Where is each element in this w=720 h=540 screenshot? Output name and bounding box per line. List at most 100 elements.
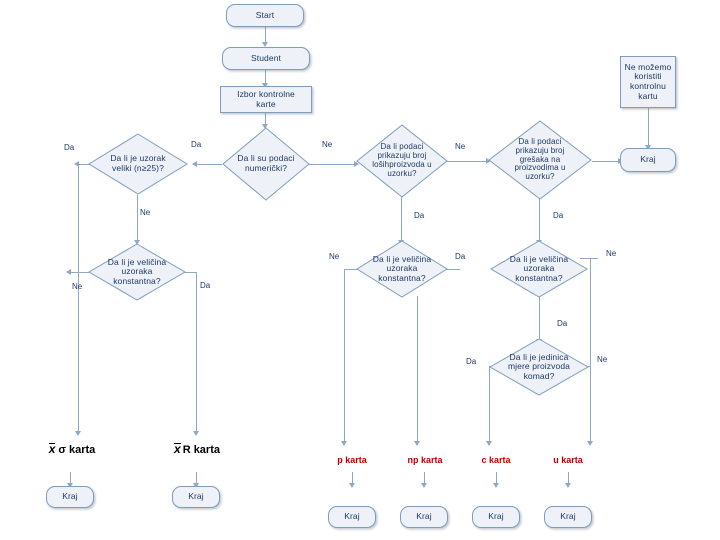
- edge-label-da-jedinica: Da: [466, 357, 477, 366]
- node-label: Izbor kontrolne karte: [237, 88, 295, 109]
- node-kraj-xsigma[interactable]: Kraj: [46, 486, 94, 508]
- arrow-down-icon: [492, 483, 499, 488]
- node-label: Student: [250, 52, 281, 63]
- connector: [417, 296, 418, 444]
- edge-label-da-numericki: Da: [191, 140, 202, 149]
- edge-label-da-uzorak: Da: [64, 143, 75, 152]
- edge-label-da-konst-sredina: Da: [455, 252, 466, 261]
- connector: [440, 269, 460, 270]
- diamond-icon: [489, 338, 589, 396]
- node-label: Kraj: [188, 491, 204, 502]
- arrow-left-icon: [192, 160, 197, 167]
- connector: [568, 472, 569, 486]
- connector: [496, 472, 497, 486]
- chart-label-x-sigma: x σ karta: [40, 436, 104, 456]
- node-label: Kraj: [416, 511, 432, 522]
- edge-label-ne-konst-sredina: Ne: [329, 252, 340, 261]
- node-label: Kraj: [560, 511, 576, 522]
- diamond-icon: [488, 120, 592, 200]
- connector: [344, 269, 345, 444]
- connector: [489, 366, 490, 444]
- connector: [580, 258, 598, 259]
- node-label: Da li je veličina uzoraka konstantna?: [107, 256, 167, 286]
- chart-label-u: u karta: [553, 455, 583, 465]
- overbar-icon: [174, 443, 181, 444]
- decision-jedinica-mjere[interactable]: Da li je jedinica mjere proizvoda komad?: [489, 338, 589, 396]
- node-kraj-u[interactable]: Kraj: [544, 506, 592, 528]
- arrow-down-icon: [586, 441, 593, 446]
- arrow-left-icon: [74, 160, 79, 167]
- edge-label-da-konst-levi: Da: [200, 281, 211, 290]
- decision-konstantna-sredina[interactable]: Da li je veličina uzoraka konstantna?: [356, 240, 448, 298]
- diamond-icon: [88, 243, 186, 301]
- diamond-icon: [356, 240, 448, 298]
- arrow-down-icon: [485, 441, 492, 446]
- arrow-down-icon: [192, 483, 199, 488]
- arrow-right-icon: [486, 157, 491, 164]
- decision-uzorak-veliki[interactable]: Da li je uzorak veliki (n≥25)?: [88, 133, 188, 195]
- arrow-left-icon: [66, 268, 71, 275]
- diamond-icon: [356, 124, 448, 198]
- node-label: Ne možemo koristiti kontrolnu kartu: [624, 61, 672, 101]
- connector: [648, 108, 649, 148]
- node-label: Da li je uzorak veliki (n≥25)?: [110, 153, 166, 173]
- node-kraj-xr[interactable]: Kraj: [172, 486, 220, 508]
- connector: [344, 269, 362, 270]
- diamond-icon: [490, 240, 588, 298]
- node-label: Kraj: [640, 154, 656, 165]
- node-label: Da li je jedinica mjere proizvoda komad?: [508, 351, 570, 381]
- arrow-down-icon: [420, 483, 427, 488]
- edge-label-ne-uzorak: Ne: [140, 208, 151, 217]
- connector: [196, 164, 222, 165]
- connector: [590, 258, 591, 444]
- chart-label-text: R karta: [182, 444, 220, 456]
- connector: [401, 195, 402, 243]
- decision-podaci-numericki[interactable]: Da li su podaci numerički?: [222, 127, 310, 201]
- chart-label-c: c karta: [481, 455, 511, 465]
- node-kraj-np[interactable]: Kraj: [400, 506, 448, 528]
- connector: [539, 290, 540, 342]
- arrow-down-icon: [564, 483, 571, 488]
- connector: [178, 272, 196, 273]
- arrow-down-icon: [644, 145, 651, 150]
- decision-konstantna-desni[interactable]: Da li je veličina uzoraka konstantna?: [490, 240, 588, 298]
- decision-konstantna-levi[interactable]: Da li je veličina uzoraka konstantna?: [88, 243, 186, 301]
- connector: [70, 472, 71, 486]
- node-kraj-p[interactable]: Kraj: [328, 506, 376, 528]
- edge-label-ne-konst-desni: Ne: [606, 249, 617, 258]
- chart-label-x-r: x R karta: [164, 436, 230, 456]
- connector: [196, 272, 197, 434]
- decision-broj-gresaka[interactable]: Da li podaci prikazuju broj grešaka na p…: [488, 120, 592, 200]
- node-kraj-c[interactable]: Kraj: [472, 506, 520, 528]
- connector: [70, 272, 96, 273]
- arrow-down-icon: [340, 441, 347, 446]
- diamond-icon: [88, 133, 188, 195]
- connector: [137, 195, 138, 243]
- connector: [265, 70, 266, 86]
- connector: [592, 161, 620, 162]
- arrow-right-icon: [354, 160, 359, 167]
- arrow-down-icon: [66, 483, 73, 488]
- connector: [352, 472, 353, 486]
- decision-broj-losih-proizvoda[interactable]: Da li podaci prikazuju broj lošihproizvo…: [356, 124, 448, 198]
- node-label: Kraj: [488, 511, 504, 522]
- edge-label-da-greske: Da: [553, 211, 564, 220]
- edge-label-ne-jedinica: Ne: [597, 355, 608, 364]
- chart-label-p: p karta: [337, 455, 367, 465]
- arrow-down-icon: [413, 441, 420, 446]
- connector: [78, 164, 79, 434]
- arrow-down-icon: [348, 483, 355, 488]
- node-izbor-kontrolne-karte[interactable]: Izbor kontrolne karte: [220, 86, 312, 113]
- node-start[interactable]: Start: [226, 4, 304, 27]
- diamond-icon: [222, 127, 310, 201]
- arrow-down-icon: [261, 42, 268, 47]
- connector: [446, 161, 488, 162]
- x-bar-symbol: x: [174, 442, 181, 456]
- edge-label-ne-konst-levi: Ne: [72, 282, 83, 291]
- node-ne-mozemo-koristiti[interactable]: Ne možemo koristiti kontrolnu kartu: [620, 56, 676, 108]
- node-student[interactable]: Student: [222, 47, 310, 70]
- node-kraj-desni[interactable]: Kraj: [620, 148, 676, 172]
- arrow-down-icon: [192, 431, 199, 436]
- chart-label-text: σ karta: [58, 444, 96, 456]
- arrow-down-icon: [261, 124, 268, 129]
